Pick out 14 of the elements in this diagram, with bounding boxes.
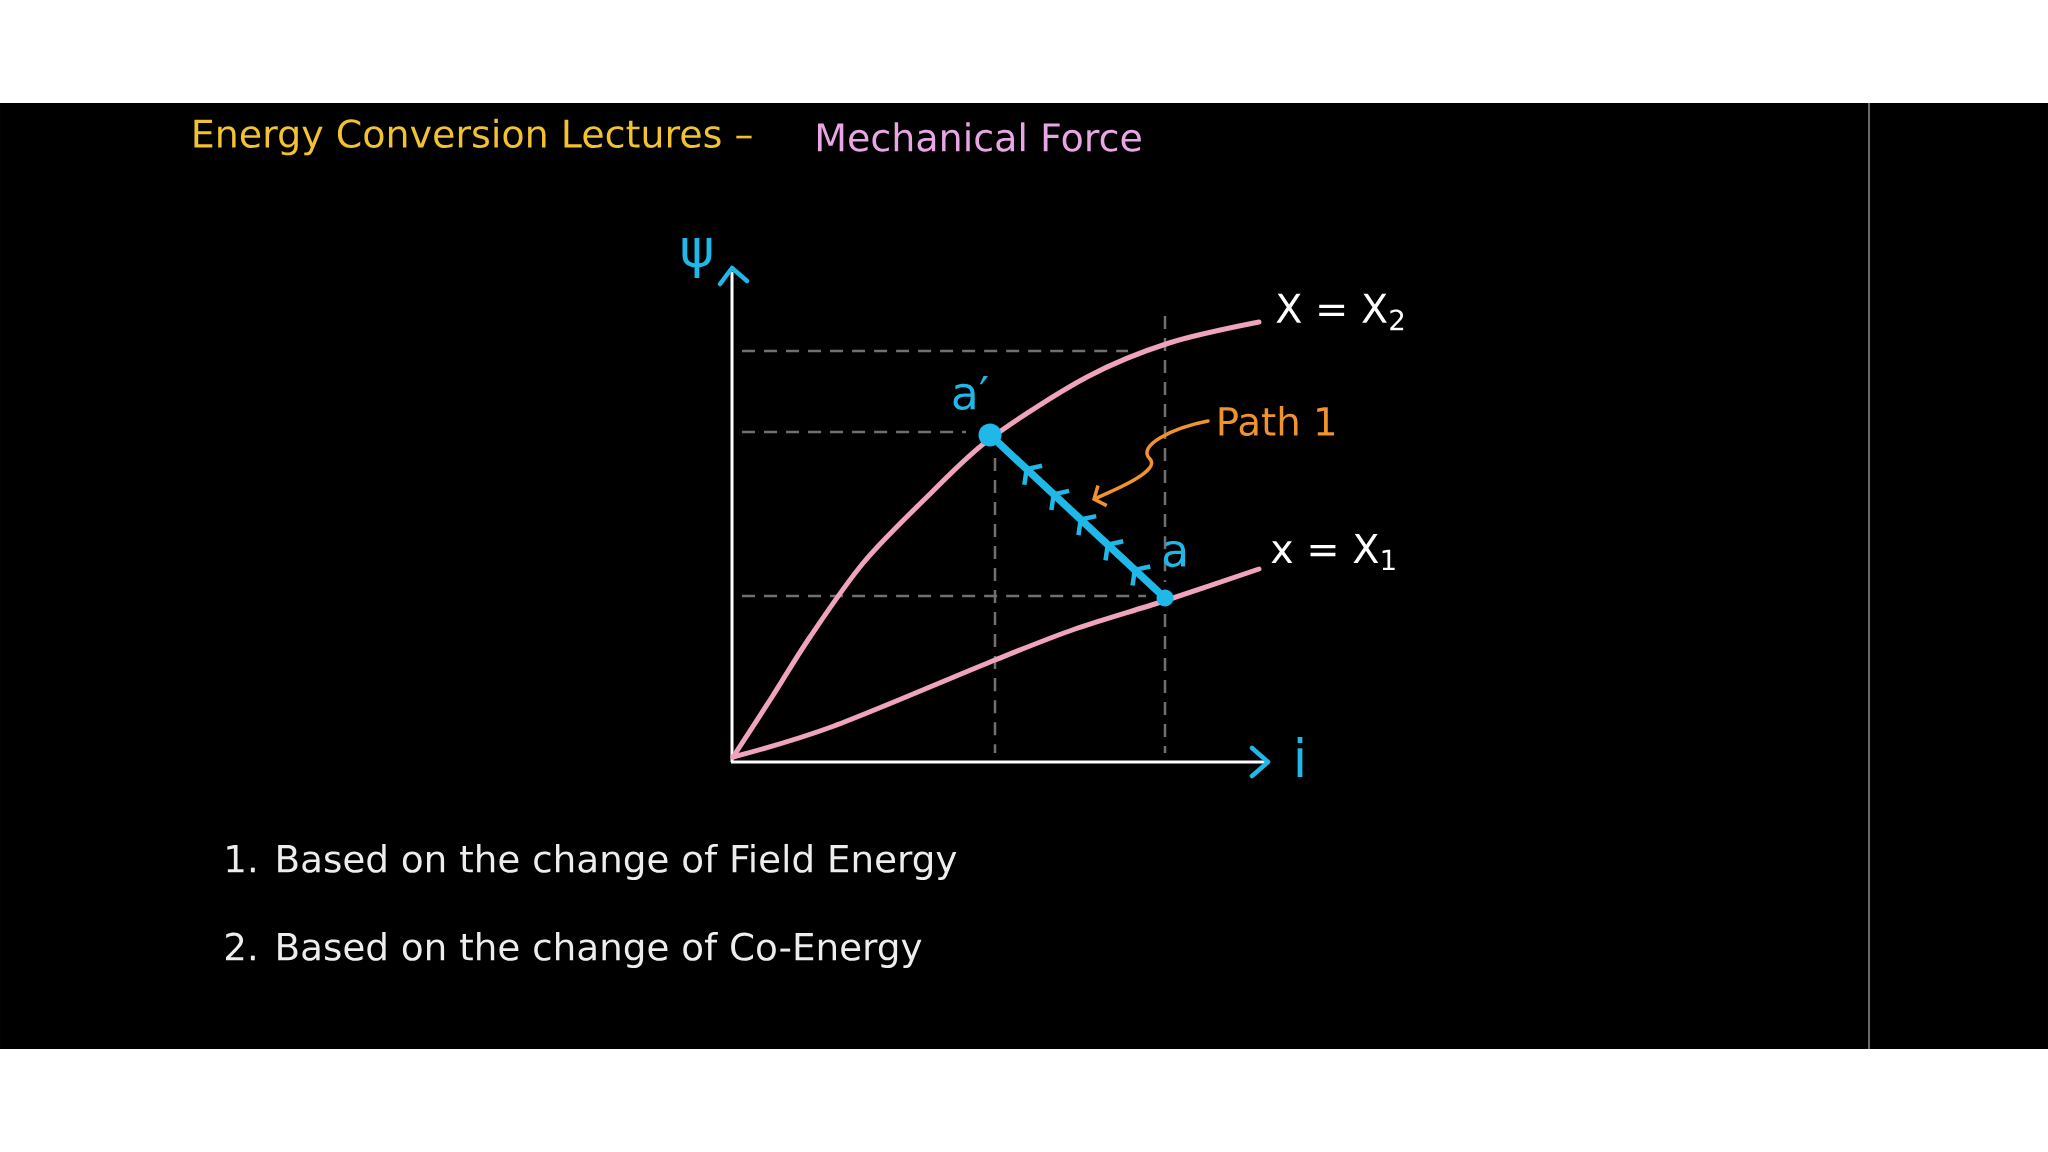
curve-label: X = X$_{2}$ [1276,293,1404,331]
callout-text: Path 1 [1219,406,1334,436]
point-label: a′ [953,376,989,410]
axis-label: ψ [682,238,712,278]
point-dot [978,423,1002,447]
leader-arrow [1092,419,1210,508]
list-item: 1. Based on the change of Field Energy [227,843,957,881]
heading: Mechanical Force [818,122,1141,152]
axis-label: i [1297,737,1303,778]
heading: Energy Conversion Lectures – [194,118,752,156]
list-item: 2. Based on the change of Co-Energy [226,931,922,969]
curve-label: x = X$_{1}$ [1271,534,1395,570]
point-label: a [1164,540,1186,568]
point-dot [1156,589,1174,607]
